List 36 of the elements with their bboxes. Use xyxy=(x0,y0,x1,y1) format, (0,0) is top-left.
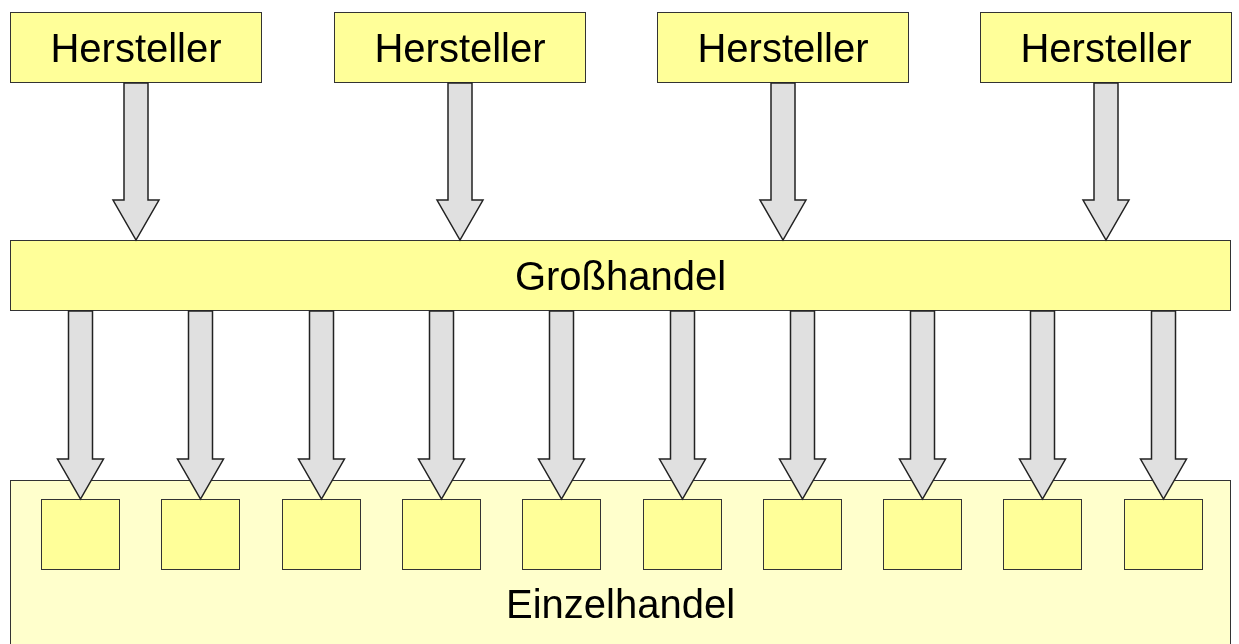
box-label: Hersteller xyxy=(697,25,869,70)
block-arrow xyxy=(1139,310,1188,501)
wholesale-bar xyxy=(10,240,1231,311)
box-label: Hersteller xyxy=(1020,25,1192,70)
box-label: Einzelhandel xyxy=(505,582,736,626)
block-arrow xyxy=(56,310,105,501)
block-arrow xyxy=(1018,310,1067,501)
block-arrow xyxy=(297,310,346,501)
block-arrow xyxy=(435,82,485,242)
manufacturer-box xyxy=(980,12,1232,83)
block-arrow xyxy=(537,310,586,501)
retail-panel xyxy=(10,480,1231,644)
square-box xyxy=(763,499,842,570)
block-arrow xyxy=(898,310,947,501)
square-box xyxy=(883,499,962,570)
box-label: Hersteller xyxy=(374,25,546,70)
manufacturer-box xyxy=(10,12,262,83)
block-arrow xyxy=(417,310,466,501)
block-arrow xyxy=(658,310,707,501)
square-box xyxy=(402,499,481,570)
square-box xyxy=(522,499,601,570)
manufacturer-box xyxy=(657,12,909,83)
square-box xyxy=(161,499,240,570)
square-box xyxy=(1124,499,1203,570)
block-arrow xyxy=(1081,82,1131,242)
block-arrow xyxy=(758,82,808,242)
box-label: Großhandel xyxy=(514,253,727,298)
square-box xyxy=(282,499,361,570)
block-arrow xyxy=(111,82,161,242)
square-box xyxy=(643,499,722,570)
block-arrow xyxy=(176,310,225,501)
block-arrow xyxy=(778,310,827,501)
box-label: Hersteller xyxy=(50,25,222,70)
manufacturer-box xyxy=(334,12,586,83)
square-box xyxy=(41,499,120,570)
square-box xyxy=(1003,499,1082,570)
